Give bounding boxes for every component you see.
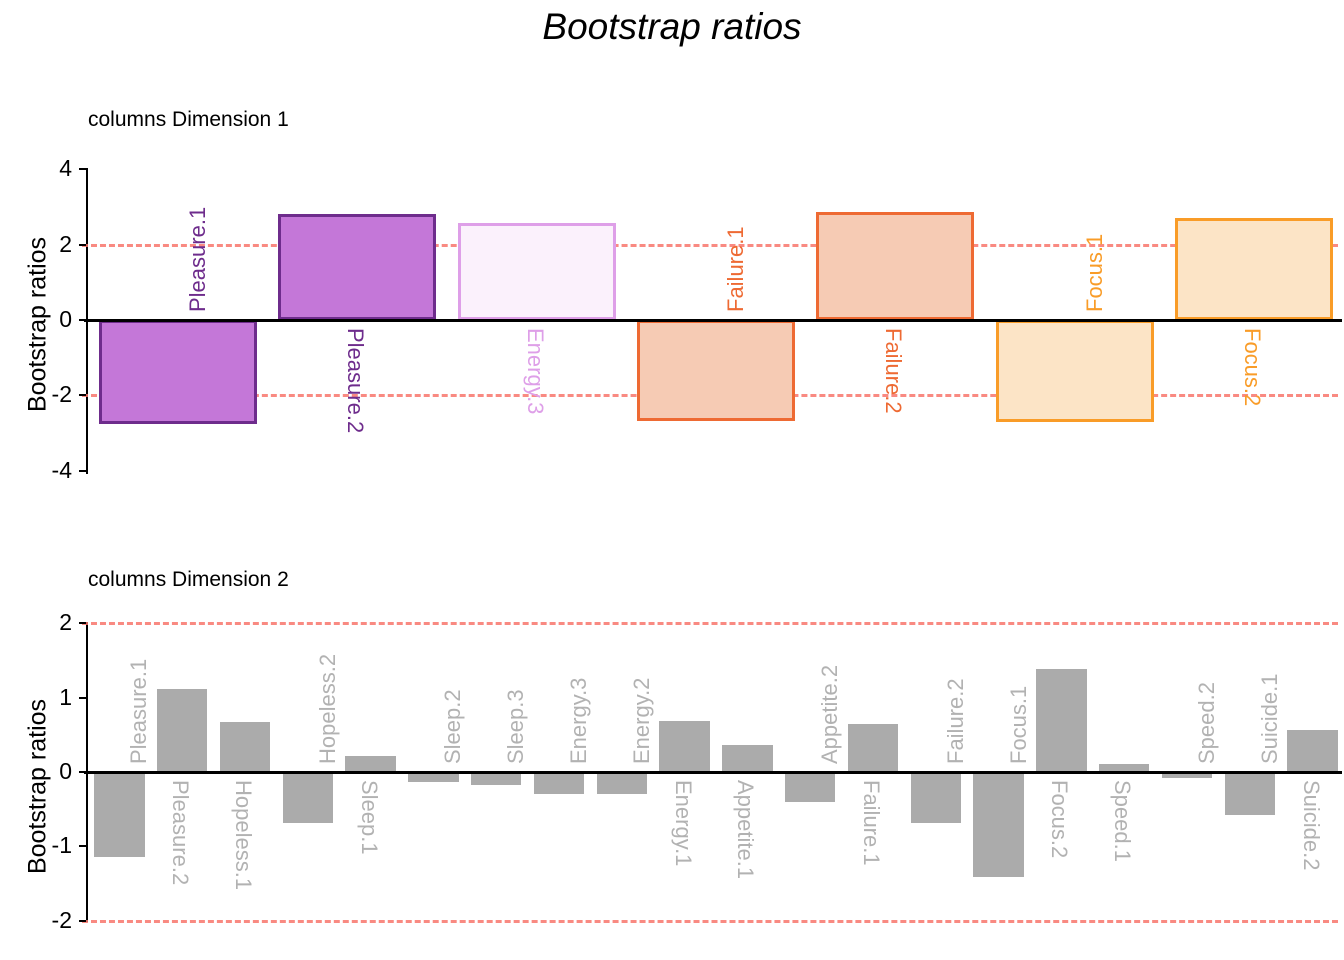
bar[interactable] (457, 222, 616, 320)
y-axis-tick (79, 845, 86, 848)
bar[interactable] (722, 744, 773, 772)
bar-category-label: Sleep.1 (356, 780, 382, 855)
bar-category-label: Energy.3 (566, 677, 591, 764)
bar-category-label: Focus.2 (1240, 328, 1266, 407)
y-axis-tick (79, 919, 86, 922)
y-axis-tick (79, 696, 86, 699)
bar-category-label: Speed.2 (1194, 682, 1219, 764)
bar-category-label: Pleasure.1 (184, 206, 210, 312)
bar-category-label: Focus.1 (1081, 233, 1107, 312)
bar-category-label: Focus.1 (1005, 685, 1031, 764)
bar-category-label: Pleasure.2 (168, 780, 194, 886)
bar[interactable] (910, 772, 961, 823)
bar-category-label: Energy.3 (522, 328, 548, 415)
y-axis-tick-label: -4 (51, 456, 72, 483)
y-axis-tick-label: -2 (51, 906, 72, 933)
panel-dimension-1: columns Dimension 1 Bootstrap ratios Ple… (24, 108, 1344, 500)
bar[interactable] (637, 320, 795, 422)
y-axis-tick (79, 622, 86, 625)
bar[interactable] (1224, 772, 1275, 816)
threshold-line (82, 622, 1338, 626)
bar[interactable] (345, 756, 396, 772)
bar-category-label: Failure.1 (859, 780, 884, 866)
bar-category-label: Suicide.2 (1298, 780, 1324, 871)
panel-2-subtitle: columns Dimension 2 (88, 568, 289, 591)
bar[interactable] (282, 772, 333, 823)
y-axis-tick-label: -2 (51, 381, 72, 408)
bar[interactable] (995, 320, 1154, 422)
y-axis-tick (79, 243, 86, 246)
y-axis-tick (79, 394, 86, 397)
y-axis-tick (79, 771, 86, 773)
bar-category-label: Failure.2 (881, 328, 907, 414)
bar-category-label: Suicide.1 (1256, 673, 1282, 764)
zero-line (84, 319, 1342, 322)
bar[interactable] (1287, 730, 1338, 772)
panel-1-subtitle: columns Dimension 1 (88, 108, 289, 131)
bar[interactable] (659, 720, 710, 772)
bar-category-label: Energy.2 (628, 677, 654, 764)
zero-line (84, 771, 1342, 774)
bar[interactable] (816, 212, 975, 320)
bar-category-label: Appetite.1 (733, 780, 759, 880)
y-axis-tick-label: 4 (59, 155, 72, 182)
bar[interactable] (278, 214, 437, 320)
bar-category-label: Hopeless.1 (231, 780, 256, 891)
bar[interactable] (533, 772, 585, 795)
bar[interactable] (94, 772, 145, 858)
bar-category-label: Appetite.2 (817, 664, 843, 764)
bar[interactable] (219, 722, 271, 772)
figure-title: Bootstrap ratios (542, 6, 802, 47)
y-axis-tick (79, 168, 86, 171)
y-axis-tick-label: 2 (59, 230, 72, 257)
bar-category-label: Speed.1 (1110, 780, 1136, 862)
bar-category-label: Sleep.2 (440, 689, 466, 764)
bar[interactable] (408, 772, 459, 782)
y-axis-tick-label: 0 (59, 306, 72, 332)
bar-category-label: Pleasure.2 (343, 328, 369, 434)
bar[interactable] (1161, 772, 1213, 778)
bar[interactable] (785, 772, 836, 802)
panel-dimension-2: columns Dimension 2 Bootstrap ratios Ple… (0, 510, 1344, 960)
y-axis-tick (79, 319, 86, 321)
bar-category-label: Focus.2 (1047, 780, 1073, 859)
bar[interactable] (157, 688, 208, 772)
bar[interactable] (973, 772, 1024, 877)
bar-category-label: Failure.2 (942, 678, 968, 764)
bar[interactable] (847, 724, 899, 772)
bar[interactable] (596, 772, 647, 794)
y-axis-tick-label: 0 (59, 758, 72, 784)
y-axis-tick-label: 1 (59, 683, 72, 710)
bar-category-label: Failure.1 (723, 226, 748, 312)
threshold-line (82, 919, 1338, 923)
y-axis-tick-label: 2 (59, 609, 72, 636)
bar[interactable] (1175, 218, 1334, 320)
bar-category-label: Hopeless.2 (314, 653, 340, 764)
bar-category-label: Energy.1 (670, 780, 696, 867)
bar[interactable] (471, 772, 522, 785)
bar[interactable] (1099, 763, 1150, 772)
bar-category-label: Pleasure.1 (126, 658, 152, 764)
y-axis-tick (79, 469, 86, 472)
bar[interactable] (1036, 669, 1087, 772)
bar[interactable] (98, 320, 257, 424)
threshold-line (82, 243, 1338, 247)
bar-category-label: Sleep.3 (503, 689, 529, 764)
y-axis-tick-label: -1 (51, 832, 72, 859)
